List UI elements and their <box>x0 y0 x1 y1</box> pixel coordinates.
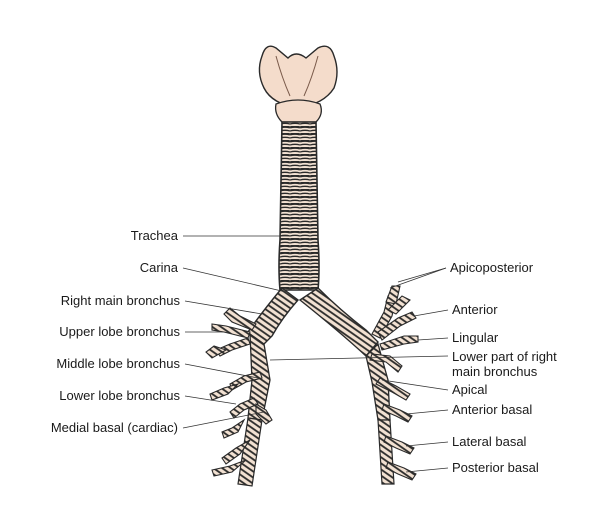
label-lower-part-line1: Lower part of right <box>452 349 557 364</box>
label-upper-lobe-bronchus: Upper lobe bronchus <box>59 324 180 339</box>
label-lower-lobe-bronchus: Lower lobe bronchus <box>59 388 180 403</box>
label-medial-basal: Medial basal (cardiac) <box>51 420 178 435</box>
larynx <box>258 45 338 123</box>
label-middle-lobe-bronchus: Middle lobe bronchus <box>56 356 180 371</box>
label-apicoposterior: Apicoposterior <box>450 260 534 275</box>
label-apical: Apical <box>452 382 488 397</box>
label-right-main-bronchus: Right main bronchus <box>61 293 181 308</box>
label-anterior-basal: Anterior basal <box>452 402 532 417</box>
label-lower-part-line2: main bronchus <box>452 364 538 379</box>
trachea-shape <box>278 121 320 291</box>
label-carina: Carina <box>140 260 179 275</box>
leader-lines <box>182 235 449 473</box>
right-main-bronchus-shape <box>237 287 300 487</box>
left-segmental-branches <box>369 285 419 481</box>
label-trachea: Trachea <box>131 228 179 243</box>
label-lateral-basal: Lateral basal <box>452 434 527 449</box>
label-posterior-basal: Posterior basal <box>452 460 539 475</box>
label-lingular: Lingular <box>452 330 499 345</box>
label-anterior: Anterior <box>452 302 498 317</box>
right-segmental-branches <box>205 307 273 477</box>
